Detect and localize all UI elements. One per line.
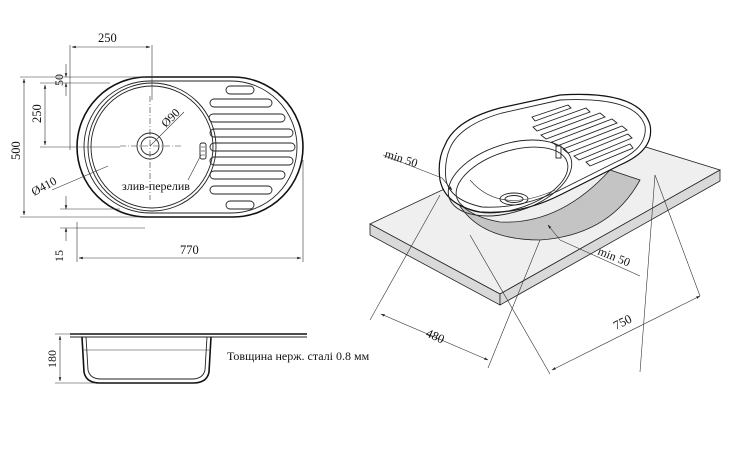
- worktop-side: [499, 169, 721, 306]
- iso-dim-750: 750: [611, 312, 634, 333]
- overflow-label: злив-перелив: [122, 179, 190, 193]
- dim-flange-top: 50: [52, 74, 66, 86]
- dim-bowl-half: 250: [30, 104, 44, 123]
- iso-sink-flange: [438, 93, 652, 213]
- top-view: 250 500 250 50 15 770 Ø90 Ø410 злив-пере…: [9, 31, 304, 262]
- iso-overflow: [555, 145, 562, 159]
- drainer-ribs: [208, 85, 296, 210]
- iso-drain: [499, 192, 529, 206]
- iso-dim-480: 480: [424, 326, 447, 346]
- side-bowl-profile: [81, 336, 212, 384]
- dim-length: 770: [180, 243, 199, 257]
- dim-drain-diameter: Ø90: [158, 106, 183, 131]
- dim-width-half: 250: [98, 31, 117, 45]
- iso-min-right: min 50: [596, 244, 632, 270]
- iso-min-left: min 50: [383, 147, 419, 171]
- iso-drainer-ribs: [531, 104, 634, 167]
- material-note: Товщина нерж. сталі 0.8 мм: [227, 349, 370, 363]
- dim-bowl-diameter: Ø410: [29, 174, 59, 199]
- iso-bowl-outer: [447, 139, 573, 217]
- dim-side-depth: 180: [45, 350, 59, 368]
- sink-outline-outer: [76, 76, 304, 218]
- dim-bottom-offset: 15: [52, 250, 66, 262]
- overflow-hole: [199, 142, 207, 160]
- side-view: 180 Товщина нерж. сталі 0.8 мм: [45, 333, 370, 384]
- dim-total-depth: 500: [9, 141, 23, 160]
- sink-outline-inner: [83, 80, 298, 214]
- iso-view: min 50 min 50 480 750: [369, 93, 722, 375]
